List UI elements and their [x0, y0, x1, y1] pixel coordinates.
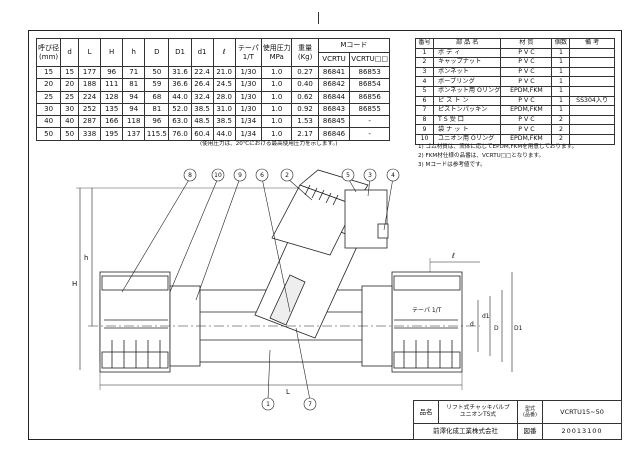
balloon-9: 9 [238, 172, 242, 179]
parts-cell: ユニオン用 Oリング [432, 133, 502, 145]
table-cell: 115.5 [144, 127, 170, 141]
balloon-5: 5 [346, 172, 350, 179]
balloon-8: 8 [188, 172, 192, 179]
balloon-2: 2 [285, 172, 289, 179]
title-drawing-no-label: 図番 [517, 423, 543, 440]
title-block: 品名 リフト式チャッキバルブ ユニオンTS式 型式(品番) VCRTU15~50… [413, 399, 622, 440]
center-mark [318, 12, 319, 24]
balloon-7: 7 [308, 401, 312, 408]
dim-label-d: d [470, 321, 474, 328]
balloon-3: 3 [368, 172, 372, 179]
table-cell: 338 [78, 127, 102, 141]
note-2: 2) FKM材仕様の品番は、VCRTU□□となります。 [418, 153, 545, 159]
dim-label-L: L [286, 388, 290, 396]
title-model-label: 型式(品番) [517, 399, 543, 425]
dim-label-D: D [494, 325, 499, 332]
col-header-nominal: 呼び径(mm) [35, 38, 62, 67]
balloon-4: 4 [391, 172, 395, 179]
title-name-value: リフト式チャッキバルブ ユニオンTS式 [438, 399, 518, 425]
table-cell: 195 [100, 127, 124, 141]
table-cell: 50 [35, 127, 62, 141]
dim-label-taper: テーパ 1/T [412, 307, 442, 314]
drawing-frame [28, 30, 622, 440]
title-company: 前澤化成工業株式会社 [413, 423, 518, 440]
table-cell: 1.0 [260, 127, 293, 141]
balloon-6: 6 [260, 172, 264, 179]
table-cell: - [349, 127, 390, 141]
col-header-D: D [144, 38, 170, 67]
dim-label-D1: D1 [514, 325, 523, 332]
title-name-line-2: ユニオンTS式 [459, 412, 497, 419]
balloon-10: 10 [214, 172, 222, 179]
note-3: 3) Mコードは参考値です。 [418, 162, 486, 168]
dimension-footnote: (使用圧力は、20℃における最高使用圧力を示します。) [200, 141, 338, 147]
title-name-line-1: リフト式チャッキバルブ [446, 405, 510, 412]
title-drawing-no: 20013100 [542, 423, 622, 440]
balloon-1: 1 [266, 401, 270, 408]
parts-cell: 2 [551, 133, 571, 145]
table-cell: 0.27 [291, 65, 319, 80]
table-cell: 1.0 [260, 90, 293, 104]
table-cell: 2.17 [291, 127, 319, 141]
dim-label-H: H [72, 280, 77, 288]
title-model-value: VCRTU15~50 [542, 399, 622, 425]
col-header-weight: 重量(Kg) [291, 38, 319, 67]
dim-label-h: h [84, 254, 88, 262]
title-name-label: 品名 [413, 399, 439, 425]
note-1: 1) ゴム材質は、流体に応じてEPDM,FKMを用意しております。 [418, 144, 578, 150]
parts-cell [569, 133, 615, 145]
dim-label-l: ℓ [451, 252, 455, 260]
dim-label-d1: d1 [482, 313, 490, 320]
table-cell: 60.4 [190, 127, 214, 141]
